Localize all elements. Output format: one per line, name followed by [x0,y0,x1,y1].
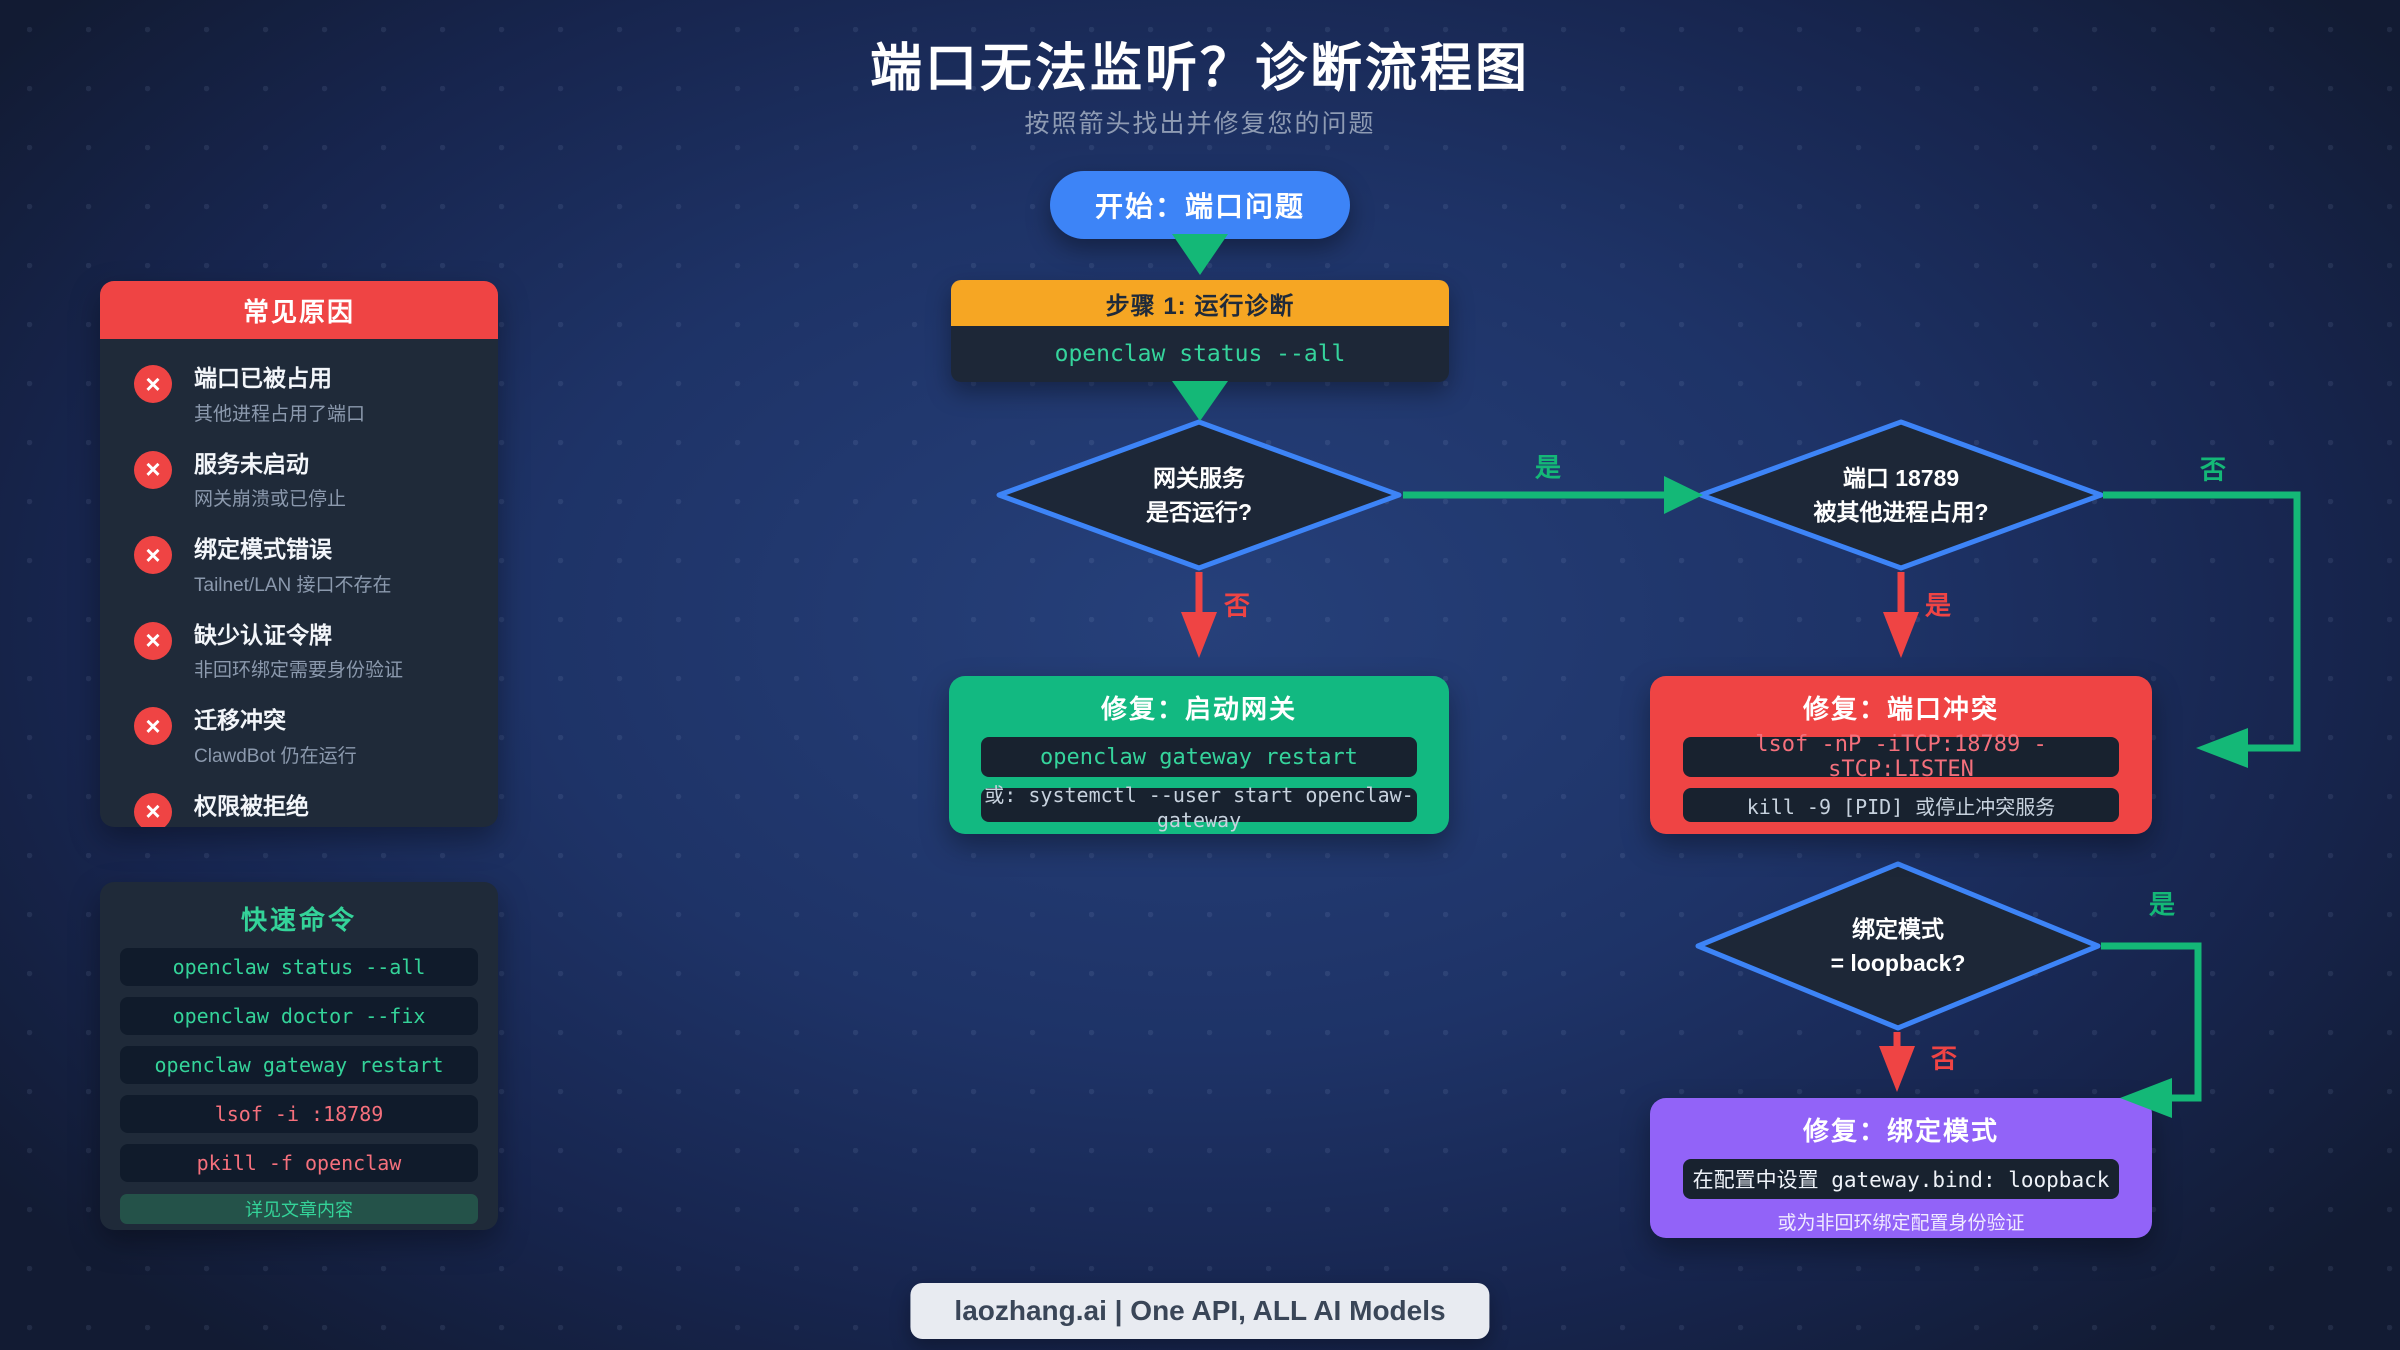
error-cross-icon: × [134,365,172,403]
error-cross-icon: × [134,450,172,489]
fix-command[interactable]: openclaw gateway restart [981,737,1417,777]
cause-title: 权限被拒绝 [194,792,309,819]
cause-item: × 迁移冲突 ClawdBot 仍在运行 [134,707,474,768]
cause-desc: 非回环绑定需要身份验证 [194,660,404,682]
diamond-shape [996,419,1402,571]
decision-line: 网关服务 [1153,464,1245,491]
cause-item: × 端口已被占用 其他进程占用了端口 [134,365,474,426]
cause-title: 服务未启动 [194,450,309,477]
decision-gateway-running: 网关服务 是否运行? [995,418,1403,572]
cause-title: 绑定模式错误 [194,536,332,563]
cause-desc: 其他进程占用了端口 [194,403,366,425]
quick-commands-header: 快速命令 [240,905,357,935]
fix-bind-mode-node: 修复：绑定模式 在配置中设置 gateway.bind: loopback 或为… [1650,1098,2152,1238]
cause-item: × 绑定模式错误 Tailnet/LAN 接口不存在 [134,536,474,597]
cause-desc: Tailnet/LAN 接口不存在 [194,574,392,596]
label-gateway-no: 否 [1223,590,1251,621]
error-cross-icon: × [134,621,172,660]
step1-command: openclaw status --all [951,326,1449,382]
decision-gateway-text: 网关服务 是否运行? [995,418,1403,572]
label-port-yes: 是 [1924,590,1952,621]
label-port-no: 否 [2199,454,2227,485]
decision-bind-text: 绑定模式 = loopback? [1694,860,2102,1032]
cause-desc: ClawdBot 仍在运行 [194,745,357,767]
fix-title: 修复：启动网关 [1100,694,1297,724]
decision-bind-mode: 绑定模式 = loopback? [1694,860,2102,1032]
error-cross-icon: × [134,536,172,575]
quick-command-doctor[interactable]: openclaw doctor --fix [120,997,478,1035]
quick-commands-panel: 快速命令 openclaw status --all openclaw doct… [100,882,498,1230]
fix-alt-command[interactable]: kill -9 [PID] 或停止冲突服务 [1683,788,2119,822]
fix-note: 或为非回环绑定配置身份验证 [1777,1213,2025,1234]
error-cross-icon: × [134,707,172,746]
label-bind-yes: 是 [2148,889,2176,920]
common-causes-header: 常见原因 [100,281,498,339]
decision-port-occupied: 端口 18789 被其他进程占用? [1697,418,2105,572]
error-cross-icon: × [134,792,172,827]
quick-command-restart[interactable]: openclaw gateway restart [120,1046,478,1084]
fix-title: 修复：绑定模式 [1802,1116,1999,1146]
fix-port-conflict-node: 修复：端口冲突 lsof -nP -iTCP:18789 -sTCP:LISTE… [1650,676,2152,834]
cause-item: × 服务未启动 网关崩溃或已停止 [134,450,474,512]
label-gateway-yes: 是 [1534,452,1562,483]
cause-title: 端口已被占用 [194,365,332,391]
fix-alt-command[interactable]: 或: systemctl --user start openclaw-gatew… [981,783,1417,832]
decision-port-text: 端口 18789 被其他进程占用? [1697,418,2105,572]
fix-title: 修复：端口冲突 [1802,694,1999,724]
diamond-shape [1698,419,2104,571]
step1-header: 步骤 1: 运行诊断 [951,280,1449,326]
quick-command-pkill[interactable]: pkill -f openclaw [120,1144,478,1182]
quick-command-status[interactable]: openclaw status --all [120,948,478,986]
fix-start-gateway-node: 修复：启动网关 openclaw gateway restart 或: syst… [949,676,1449,834]
decision-line: = loopback? [1830,950,1966,976]
cause-list: × 端口已被占用 其他进程占用了端口 × 服务未启动 网关崩溃或已停止 × 绑定… [100,339,498,827]
decision-line: 是否运行? [1145,499,1253,525]
decision-line: 端口 18789 [1842,464,1960,491]
fix-command[interactable]: lsof -nP -iTCP:18789 -sTCP:LISTEN [1683,732,2119,782]
cause-item: × 权限被拒绝 权限不足 [134,792,474,827]
page-subtitle: 按照箭头找出并修复您的问题 [1024,110,1376,138]
see-article-button[interactable]: 详见文章内容 [120,1194,478,1224]
label-bind-no: 否 [1930,1043,1958,1074]
decision-line: 绑定模式 [1852,915,1944,942]
fix-command[interactable]: 在配置中设置 gateway.bind: loopback [1683,1159,2119,1199]
page-title: 端口无法监听？诊断流程图 [869,40,1530,98]
cause-desc: 网关崩溃或已停止 [194,489,347,511]
cause-title: 迁移冲突 [194,707,286,734]
cause-title: 缺少认证令牌 [194,621,332,648]
decision-line: 被其他进程占用? [1813,499,1989,525]
cause-item: × 缺少认证令牌 非回环绑定需要身份验证 [134,621,474,683]
diamond-shape [1695,861,2101,1031]
start-node: 开始：端口问题 [1050,171,1350,239]
step1-node: 步骤 1: 运行诊断 openclaw status --all [951,280,1449,382]
quick-command-lsof[interactable]: lsof -i :18789 [120,1095,478,1133]
brand-badge-link[interactable]: laozhang.ai | One API, ALL AI Models [910,1283,1490,1339]
common-causes-panel: 常见原因 × 端口已被占用 其他进程占用了端口 × 服务未启动 网关崩溃或已停止… [100,281,498,827]
